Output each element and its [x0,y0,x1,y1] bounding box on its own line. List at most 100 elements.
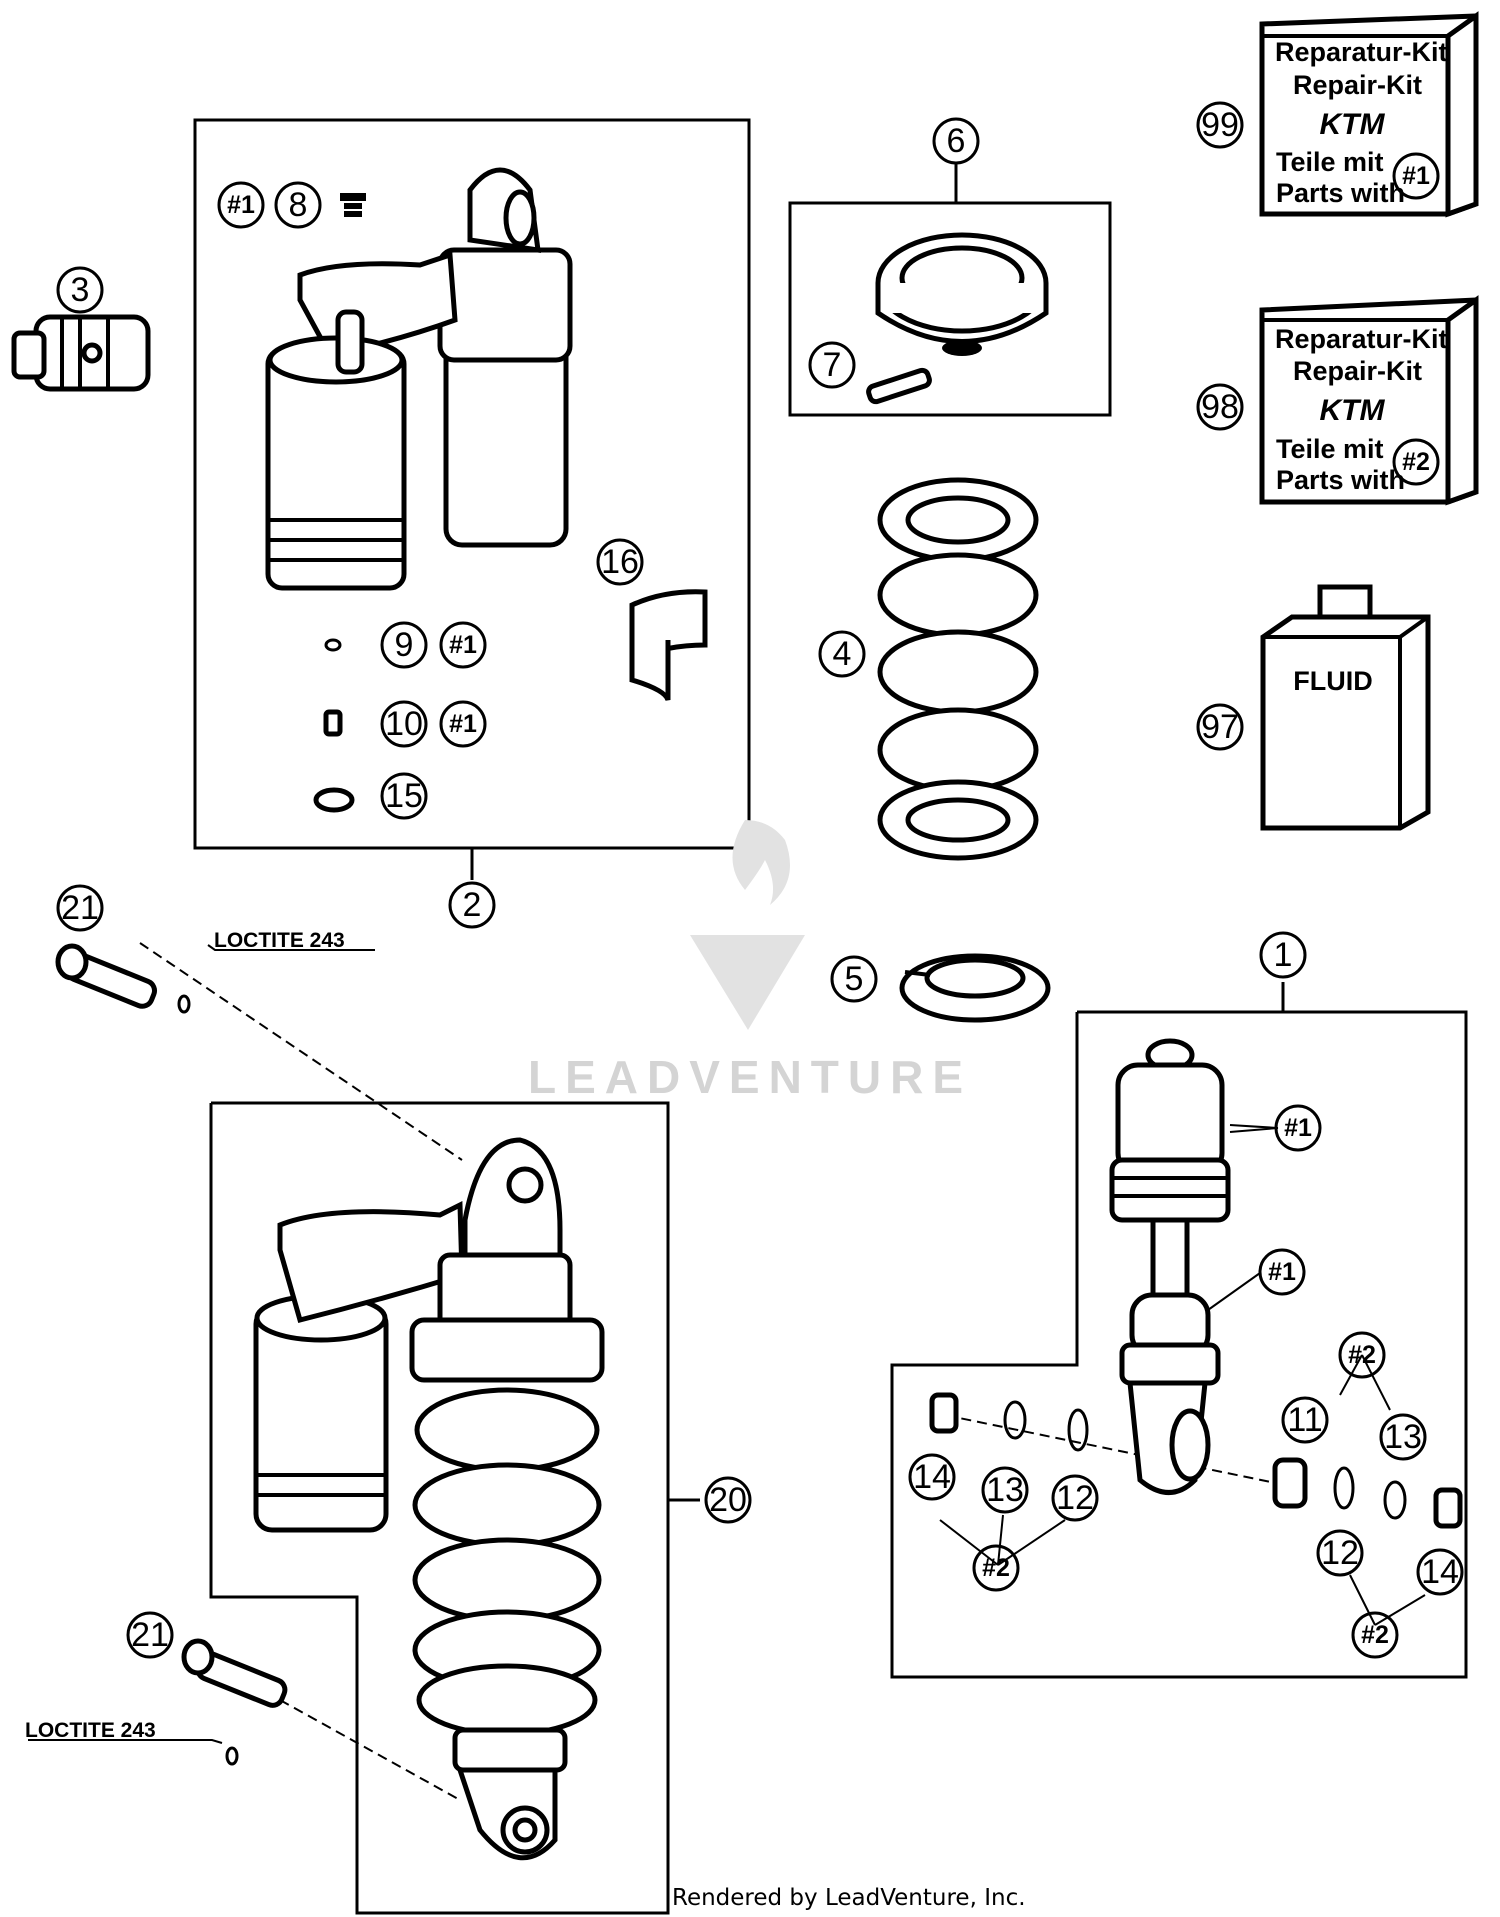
svg-text:Repair-Kit: Repair-Kit [1293,70,1422,100]
svg-text:6: 6 [947,122,966,160]
callout-15: 15 [380,772,428,820]
svg-text:1: 1 [1274,936,1293,974]
svg-text:98: 98 [1201,388,1239,426]
kit-99-label: Reparatur-Kit Repair-Kit KTM Teile mit P… [1275,37,1448,208]
svg-text:Parts with: Parts with [1276,178,1405,208]
callout-13a: 13 [981,1466,1029,1514]
svg-text:#1: #1 [227,191,255,219]
svg-text:#2: #2 [982,1554,1010,1582]
svg-text:#2: #2 [1402,448,1430,476]
svg-text:14: 14 [1421,1553,1459,1591]
fluid-bottle-icon [1260,584,1431,831]
bolt-icon [866,367,932,405]
spring-clip-icon [899,953,1051,1023]
loctite-note-bottom: LOCTITE 243 [25,1719,156,1742]
svg-text:#2: #2 [1348,1341,1376,1369]
callout-13b: 13 [1379,1413,1427,1461]
svg-text:Parts with: Parts with [1276,465,1405,495]
svg-text:21: 21 [131,1616,169,1654]
svg-text:#2: #2 [1361,1621,1389,1649]
ref-kit1-part10: #1 [439,700,487,748]
svg-text:99: 99 [1201,106,1239,144]
frame-part-6 [788,201,1112,417]
svg-text:13: 13 [986,1471,1024,1509]
svg-text:Teile mit: Teile mit [1276,147,1384,177]
adjuster-valve-icon [11,314,151,392]
group-frames [28,118,1468,1915]
kit-box-icon [1259,295,1479,506]
callout-12b: 12 [1316,1529,1364,1577]
svg-text:20: 20 [709,1481,747,1519]
callout-1: 1 [1259,931,1307,979]
callout-6: 6 [932,117,980,165]
svg-text:#1: #1 [1284,1114,1312,1142]
ktm-logo: KTM [1320,108,1386,141]
bearing-parts-icon [929,1392,1463,1529]
svg-text:Repair-Kit: Repair-Kit [1293,356,1422,386]
adjusting-ring-icon [875,232,1049,356]
svg-text:#1: #1 [449,710,477,738]
washers-icon [313,638,355,813]
callout-2: 2 [448,881,496,929]
bolt-icon [55,943,191,1014]
svg-text:12: 12 [1056,1479,1094,1517]
frame-part-1 [890,1010,1468,1679]
ref-kit2-right-bottom: #2 [1351,1611,1399,1659]
callout-21-top: 21 [56,884,104,932]
shock-absorber-icon [253,1137,605,1861]
svg-text:Reparatur-Kit: Reparatur-Kit [1275,324,1448,354]
svg-text:10: 10 [385,705,423,743]
ref-kit1-piston: #1 [1274,1104,1322,1152]
ref-kit2-right-top: #2 [1338,1331,1386,1379]
callout-11: 11 [1281,1396,1329,1444]
svg-text:3: 3 [71,271,90,309]
svg-text:8: 8 [289,186,308,224]
ref-kit1-part9: #1 [439,621,487,669]
shock-absorber-icon [1109,1038,1231,1495]
callout-8: 8 [274,181,322,229]
callout-21-bottom: 21 [126,1611,174,1659]
callout-4: 4 [818,630,866,678]
svg-text:14: 14 [913,1458,951,1496]
svg-text:11: 11 [1287,1401,1322,1439]
watermark-text: LEADVENTURE [528,1051,972,1103]
svg-text:5: 5 [845,960,864,998]
bolt-icon [181,1638,288,1766]
svg-text:7: 7 [823,346,842,384]
callout-5: 5 [830,955,878,1003]
svg-text:15: 15 [385,777,423,815]
kit-box-icon [1259,11,1479,218]
svg-text:4: 4 [833,635,852,673]
svg-text:13: 13 [1384,1418,1422,1456]
svg-text:#1: #1 [1402,162,1430,190]
coil-spring-icon [877,477,1039,861]
callout-12a: 12 [1051,1474,1099,1522]
svg-text:Teile mit: Teile mit [1276,434,1384,464]
callout-9: 9 [380,621,428,669]
callout-14a: 14 [908,1453,956,1501]
svg-text:9: 9 [395,626,414,664]
svg-text:12: 12 [1321,1534,1359,1572]
svg-text:16: 16 [601,543,639,581]
cap-icon [340,193,366,217]
callout-14b: 14 [1416,1548,1464,1596]
svg-text:97: 97 [1201,708,1239,746]
svg-text:#1: #1 [1268,1258,1296,1286]
kit-98-label: Reparatur-Kit Repair-Kit KTM Teile mit P… [1275,324,1448,495]
svg-text:21: 21 [61,889,99,927]
callout-99: 99 [1196,101,1244,149]
frame-part-20 [209,1101,670,1915]
svg-text:#1: #1 [449,631,477,659]
watermark: LEADVENTURE [528,820,972,1103]
callout-98: 98 [1196,383,1244,431]
bushing-icon [629,589,708,702]
svg-text:Reparatur-Kit: Reparatur-Kit [1275,37,1448,67]
callout-10: 10 [380,700,428,748]
svg-text:2: 2 [463,886,482,924]
loctite-note-top: LOCTITE 243 [214,929,345,952]
fluid-label: FLUID [1293,666,1372,696]
callout-16: 16 [596,538,644,586]
callout-20: 20 [704,1476,752,1524]
footer-credit: Rendered by LeadVenture, Inc. [672,1885,1026,1911]
ref-kit1-part8: #1 [217,181,265,229]
